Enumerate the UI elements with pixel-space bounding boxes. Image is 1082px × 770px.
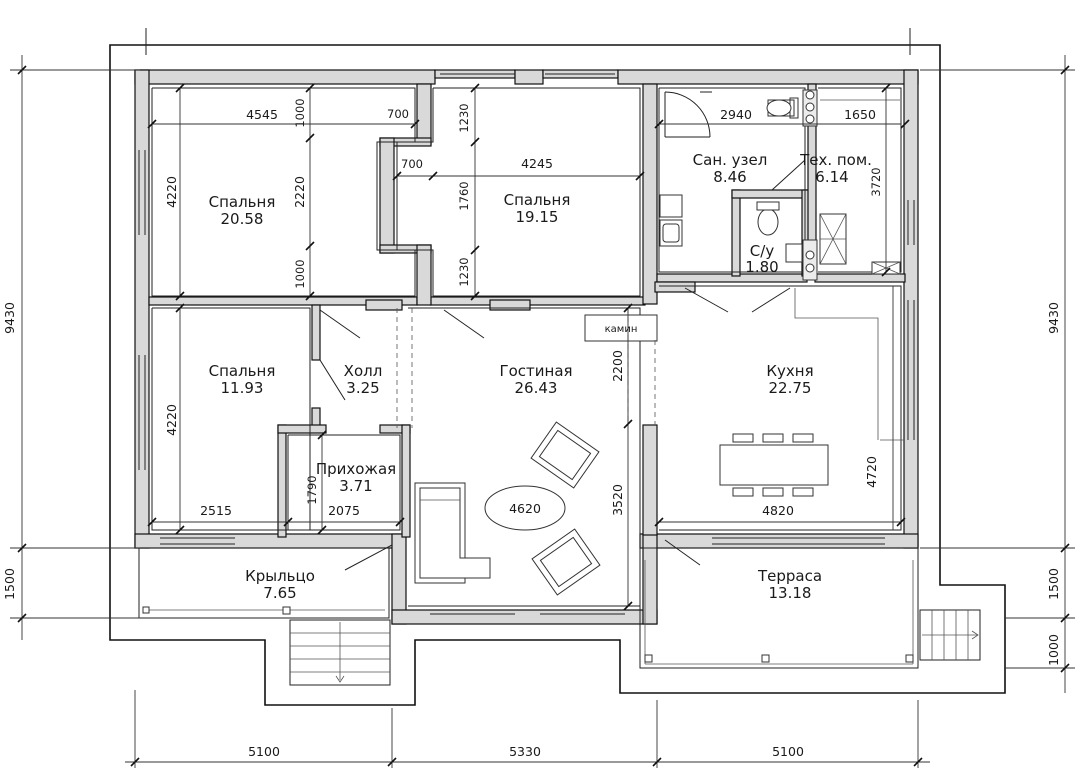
room-area-bedroom-3: 11.93	[221, 379, 264, 397]
bath-fixtures	[659, 89, 901, 281]
room-area-kitchen: 22.75	[769, 379, 812, 397]
exterior-dimension-lines	[10, 55, 1075, 768]
porch-outline	[138, 547, 390, 619]
svg-text:4220: 4220	[164, 176, 179, 208]
dining-table	[719, 444, 829, 486]
room-name-bedroom-3: Спальня	[209, 362, 276, 380]
toilet-bowl-icon	[766, 99, 792, 117]
svg-text:9430: 9430	[1046, 302, 1061, 334]
terrace-steps	[919, 609, 981, 661]
room-name-entrance-hall: Прихожая	[316, 460, 396, 478]
room-name-bedroom-1: Спальня	[209, 193, 276, 211]
coffee-table	[484, 485, 566, 531]
room-name-bedroom-2: Спальня	[504, 191, 571, 209]
armchair-icon-2	[531, 528, 601, 596]
room-name-wc: С/у	[750, 242, 775, 260]
kitchen-furniture	[719, 288, 904, 497]
room-area-bedroom-2: 19.15	[516, 208, 559, 226]
svg-text:1230: 1230	[457, 257, 471, 286]
doors	[319, 91, 806, 571]
svg-text:4245: 4245	[521, 156, 553, 171]
svg-text:4220: 4220	[164, 404, 179, 436]
svg-text:9430: 9430	[2, 302, 17, 334]
interior-dimension-lines	[147, 83, 910, 611]
svg-text:5100: 5100	[772, 744, 804, 759]
room-area-living-room: 26.43	[515, 379, 558, 397]
room-area-bathroom: 8.46	[713, 168, 746, 186]
room-labels: Спальня 20.58 Спальня 19.15 Сан. узел 8.…	[209, 151, 872, 602]
svg-text:3720: 3720	[869, 167, 883, 196]
svg-text:1000: 1000	[293, 98, 307, 127]
svg-text:1760: 1760	[457, 181, 471, 210]
svg-text:3520: 3520	[610, 484, 625, 516]
room-area-bedroom-1: 20.58	[221, 210, 264, 228]
room-area-entrance-hall: 3.71	[339, 477, 372, 495]
svg-text:1500: 1500	[2, 568, 17, 600]
wall-inner-lines	[151, 87, 902, 607]
svg-text:2075: 2075	[328, 503, 360, 518]
room-area-hall: 3.25	[346, 379, 379, 397]
wc-sink-icon	[785, 243, 803, 263]
room-name-tech-room: Тех. пом.	[799, 151, 872, 169]
wc-toilet-icon	[757, 208, 779, 236]
living-furniture	[396, 308, 658, 596]
room-area-terrace: 13.18	[769, 584, 812, 602]
svg-text:5330: 5330	[509, 744, 541, 759]
svg-text:5100: 5100	[248, 744, 280, 759]
room-name-bathroom: Сан. узел	[693, 151, 768, 169]
svg-text:2200: 2200	[610, 350, 625, 382]
room-name-terrace: Терраса	[757, 567, 822, 585]
room-name-kitchen: Кухня	[766, 362, 813, 380]
svg-text:4720: 4720	[864, 456, 879, 488]
site-outline	[109, 44, 1006, 706]
svg-text:4820: 4820	[762, 503, 794, 518]
porch-steps	[289, 619, 391, 686]
svg-text:700: 700	[387, 107, 409, 121]
svg-text:700: 700	[401, 157, 423, 171]
svg-text:2940: 2940	[720, 107, 752, 122]
room-name-living-room: Гостиная	[499, 362, 572, 380]
room-name-hall: Холл	[344, 362, 383, 380]
room-area-tech-room: 6.14	[815, 168, 848, 186]
room-area-wc: 1.80	[745, 258, 778, 276]
interior-walls	[148, 83, 906, 538]
room-area-porch: 7.65	[263, 584, 296, 602]
dimension-labels: 4545 700 4220 2220 1000 1000 700 4245 12…	[2, 98, 1061, 759]
svg-text:1000: 1000	[1046, 634, 1061, 666]
terrace-outline	[639, 547, 919, 669]
windows	[138, 73, 915, 615]
svg-text:1650: 1650	[844, 107, 876, 122]
svg-text:1230: 1230	[457, 103, 471, 132]
svg-text:1000: 1000	[293, 259, 307, 288]
fireplace-box	[584, 314, 658, 342]
svg-text:2220: 2220	[292, 176, 307, 208]
coffee-table-label: 4620	[509, 501, 541, 516]
svg-text:1790: 1790	[305, 475, 319, 504]
svg-text:4545: 4545	[246, 107, 278, 122]
room-name-porch: Крыльцо	[245, 567, 315, 585]
svg-text:2515: 2515	[200, 503, 232, 518]
armchair-icon	[530, 421, 600, 489]
svg-text:1500: 1500	[1046, 568, 1061, 600]
fireplace-label: камин	[605, 324, 638, 335]
